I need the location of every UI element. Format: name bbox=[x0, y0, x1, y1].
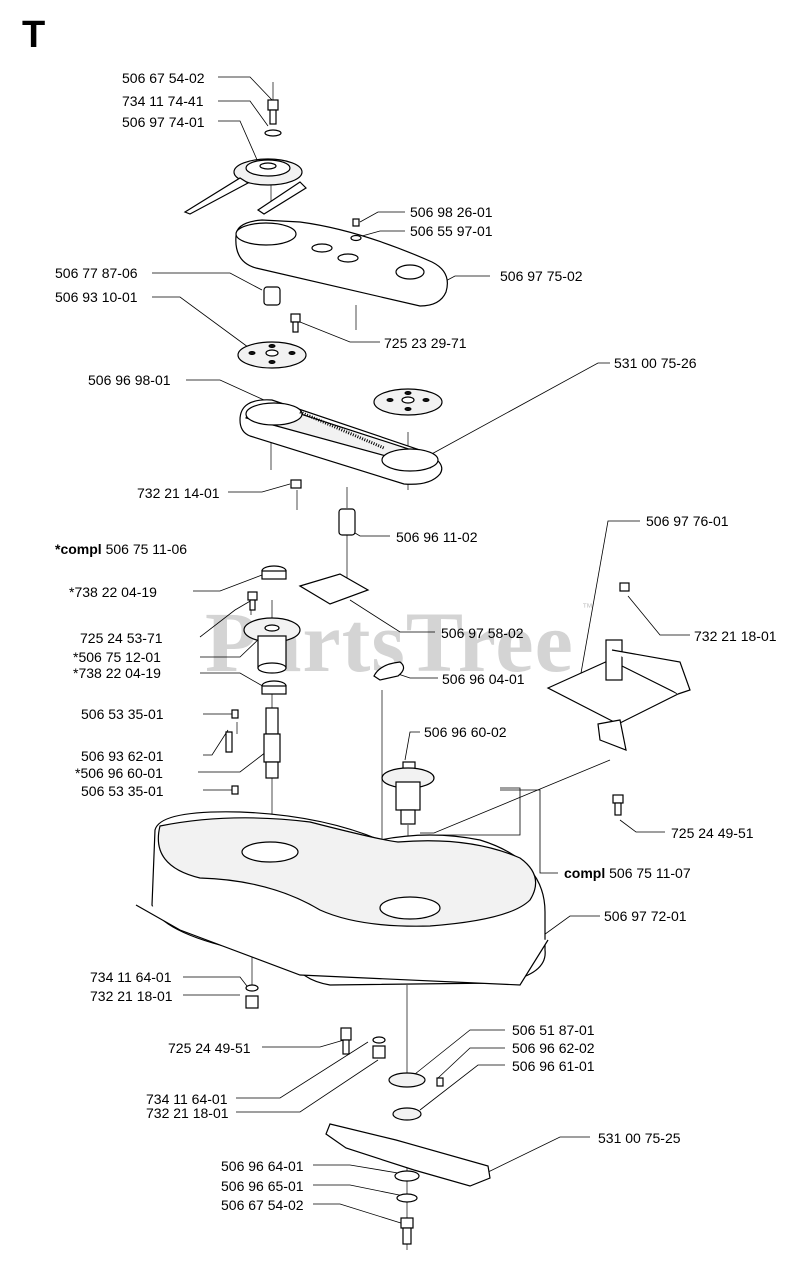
part-label: 734 11 64-01 bbox=[90, 969, 172, 985]
part-label: *738 22 04-19 bbox=[73, 665, 161, 681]
nut-732-right-icon bbox=[372, 1045, 386, 1059]
key-top-icon bbox=[231, 709, 239, 719]
cover-washer-icon bbox=[350, 234, 362, 242]
part-label: 725 24 49-51 bbox=[671, 825, 754, 841]
key-bottom-icon bbox=[231, 785, 239, 795]
part-label: 506 93 10-01 bbox=[55, 289, 138, 305]
lower-pulley-icon bbox=[388, 1072, 426, 1088]
part-label: 725 24 53-71 bbox=[80, 630, 163, 646]
part-label: 506 53 35-01 bbox=[81, 783, 164, 799]
screw-725-icon bbox=[290, 313, 301, 333]
bolt-bottom-icon bbox=[400, 1217, 414, 1245]
part-label: 506 67 54-02 bbox=[221, 1197, 304, 1213]
shaft-bottom-icon bbox=[265, 761, 279, 779]
part-label: 531 00 75-25 bbox=[598, 1130, 681, 1146]
part-label: *738 22 04-19 bbox=[69, 584, 157, 600]
top-cover-icon bbox=[235, 219, 448, 307]
screw-725-24-icon bbox=[247, 591, 258, 611]
part-label: 506 96 64-01 bbox=[221, 1158, 304, 1174]
part-label-compl: *compl 506 75 11-06 bbox=[55, 541, 187, 557]
top-bolt-icon bbox=[267, 99, 279, 125]
part-label: 732 21 14-01 bbox=[137, 485, 220, 501]
compl-number: 506 75 11-07 bbox=[609, 865, 691, 881]
part-label: 506 96 65-01 bbox=[221, 1178, 304, 1194]
compl-prefix: *compl bbox=[55, 541, 102, 557]
part-label: 506 96 60-02 bbox=[424, 724, 507, 740]
watermark-trademark: ™ bbox=[582, 602, 593, 614]
lower-hub-icon bbox=[392, 1107, 422, 1121]
hub-plate-icon bbox=[237, 341, 307, 369]
part-label: 506 97 75-02 bbox=[500, 268, 583, 284]
washer-734-left-icon bbox=[245, 984, 259, 992]
part-label-compl: compl 506 75 11-07 bbox=[564, 865, 691, 881]
bracket-icon bbox=[298, 573, 370, 605]
part-label: 506 96 04-01 bbox=[442, 671, 525, 687]
bearing-bottom-side-icon bbox=[261, 685, 287, 695]
part-label: 734 11 64-01 bbox=[146, 1091, 228, 1107]
belt-housing-icon bbox=[239, 399, 443, 485]
part-label: 506 97 74-01 bbox=[122, 114, 205, 130]
mower-deck-icon bbox=[135, 811, 549, 986]
part-label: 506 98 26-01 bbox=[410, 204, 493, 220]
section-letter: T bbox=[22, 14, 46, 56]
part-label: 734 11 74-41 bbox=[122, 93, 204, 109]
part-label: 506 96 62-02 bbox=[512, 1040, 595, 1056]
spindle-right-icon bbox=[381, 761, 435, 825]
shaft-middle-icon bbox=[263, 733, 281, 763]
clip-icon bbox=[373, 661, 405, 681]
part-label: 531 00 75-26 bbox=[614, 355, 697, 371]
top-washer-icon bbox=[264, 129, 282, 137]
part-label: 506 53 35-01 bbox=[81, 706, 164, 722]
bearing-top-side-icon bbox=[261, 570, 287, 580]
compl-prefix: compl bbox=[564, 865, 606, 881]
part-label: 506 97 76-01 bbox=[646, 513, 729, 529]
part-label: *506 96 60-01 bbox=[75, 765, 163, 781]
nut-732-left-icon bbox=[245, 995, 259, 1009]
part-label: 506 97 58-02 bbox=[441, 625, 524, 641]
bolt-725-24-icon bbox=[612, 794, 624, 816]
part-label: 725 23 29-71 bbox=[384, 335, 467, 351]
part-label: 506 96 11-02 bbox=[396, 529, 478, 545]
part-label: 506 97 72-01 bbox=[604, 908, 687, 924]
spacer-tube-icon bbox=[338, 508, 356, 536]
part-label: 506 67 54-02 bbox=[122, 70, 205, 86]
part-label: 506 96 61-01 bbox=[512, 1058, 595, 1074]
part-label: 506 96 98-01 bbox=[88, 372, 171, 388]
part-label: 732 21 18-01 bbox=[694, 628, 777, 644]
part-label: 506 55 97-01 bbox=[410, 223, 493, 239]
bracket-assembly-icon bbox=[546, 582, 691, 751]
nut-732-icon bbox=[290, 479, 302, 489]
compl-number: 506 75 11-06 bbox=[105, 541, 188, 557]
spacer-bottom-icon bbox=[396, 1193, 418, 1203]
pin-icon bbox=[225, 731, 233, 753]
shaft-top-icon bbox=[265, 707, 279, 735]
blade-icon bbox=[325, 1123, 491, 1187]
bushing-icon bbox=[263, 286, 281, 306]
part-label: *506 75 12-01 bbox=[73, 649, 161, 665]
part-label: 725 24 49-51 bbox=[168, 1040, 251, 1056]
part-label: 506 51 87-01 bbox=[512, 1022, 595, 1038]
washer-bottom-icon bbox=[394, 1170, 420, 1182]
part-label: 732 21 18-01 bbox=[146, 1105, 229, 1121]
small-screw-icon bbox=[436, 1077, 444, 1087]
bolt-725-bottom-icon bbox=[340, 1027, 352, 1055]
part-label: 732 21 18-01 bbox=[90, 988, 173, 1004]
hub-plate-right-icon bbox=[373, 388, 443, 416]
leader-lines bbox=[152, 76, 690, 1225]
part-label: 506 93 62-01 bbox=[81, 748, 164, 764]
bearing-housing-icon bbox=[243, 617, 301, 674]
top-pulley-icon bbox=[183, 158, 307, 215]
part-label: 506 77 87-06 bbox=[55, 265, 138, 281]
cover-screw-icon bbox=[352, 218, 360, 227]
washer-734-right-icon bbox=[372, 1036, 386, 1044]
